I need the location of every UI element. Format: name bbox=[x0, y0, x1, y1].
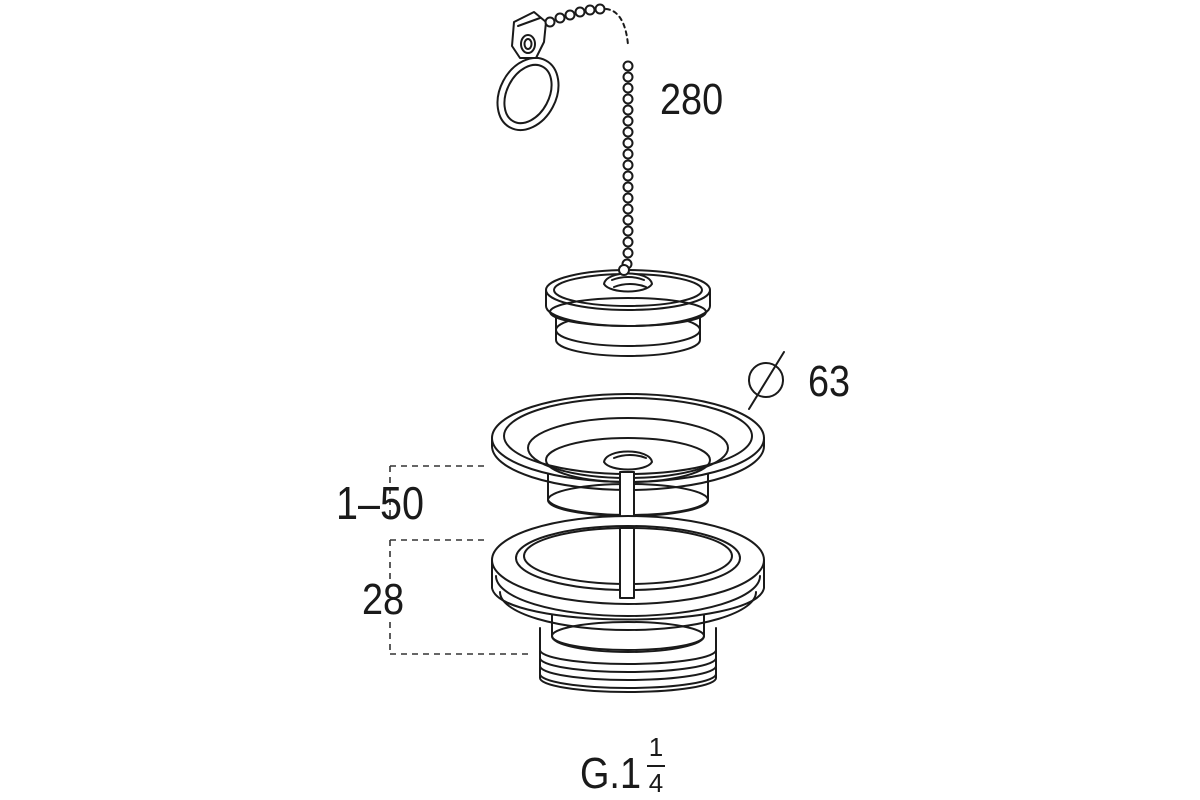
thread-fraction-numerator: 1 bbox=[648, 732, 664, 762]
chain-clip bbox=[511, 11, 547, 59]
bead-chain-top bbox=[544, 3, 629, 46]
chain-ring bbox=[496, 56, 560, 132]
chain-length-label: 280 bbox=[660, 75, 724, 124]
thread-fraction: 1 4 bbox=[646, 734, 666, 800]
height-label: 28 bbox=[362, 575, 405, 624]
range-label: 1–50 bbox=[336, 477, 425, 529]
sink-plug bbox=[545, 264, 711, 357]
thread-fraction-bar bbox=[647, 765, 665, 767]
thread-size-label: G.1 bbox=[580, 749, 641, 798]
outlet-body bbox=[491, 515, 765, 693]
dimension-lines bbox=[389, 465, 530, 655]
thread-fraction-denominator: 4 bbox=[648, 768, 664, 798]
bead-chain-vertical bbox=[621, 60, 634, 270]
diameter-symbol bbox=[748, 351, 785, 410]
diameter-label: 63 bbox=[808, 357, 851, 406]
